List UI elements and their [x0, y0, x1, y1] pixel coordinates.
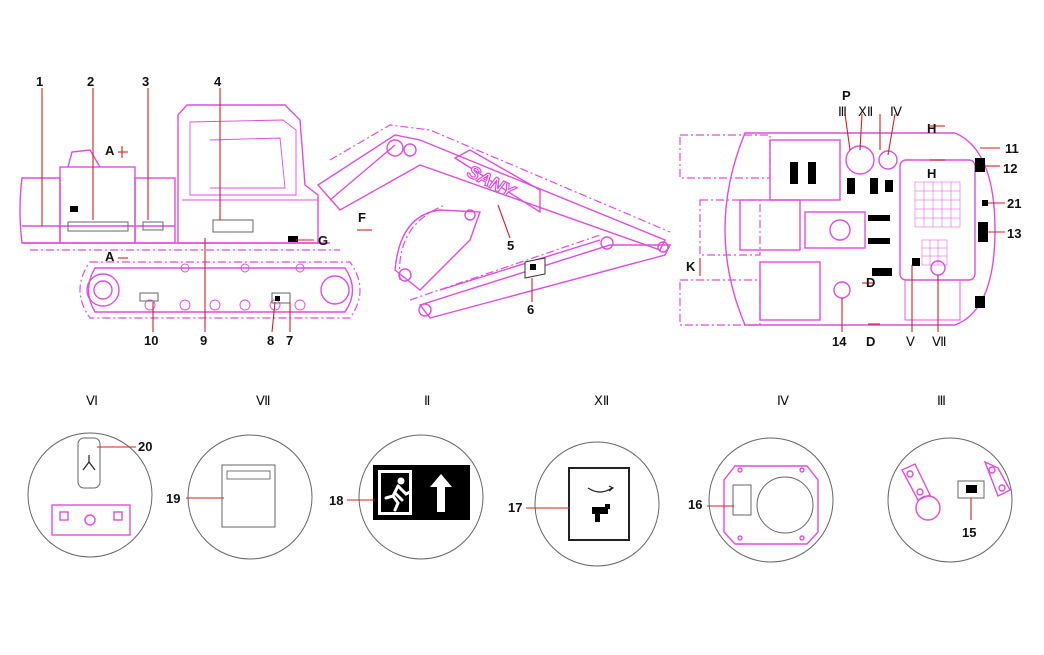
callout-labels: 1 2 3 4 5 6 7 8 9 10 11 12 13 14 15 16 1… [36, 74, 1021, 540]
rotation-arrow-icon [587, 487, 613, 493]
running-man-icon [397, 477, 405, 485]
detail-circle-xii: ⅩⅡ [526, 393, 660, 567]
brand-text: SANY [464, 161, 519, 202]
zone-letters: A A F G P H H K D D [105, 88, 936, 349]
zone-f: F [358, 210, 366, 225]
callout-9: 9 [200, 333, 207, 348]
callout-10: 10 [144, 333, 158, 348]
detail-roman-xii: ⅩⅡ [594, 393, 609, 408]
zone-h-top: H [927, 121, 936, 136]
detail-roman-vii: Ⅶ [256, 393, 271, 408]
callout-16: 16 [688, 497, 702, 512]
callout-7: 7 [286, 333, 293, 348]
callout-3: 3 [142, 74, 149, 89]
callout-6: 6 [527, 302, 534, 317]
callout-17: 17 [508, 500, 522, 515]
callout-13: 13 [1007, 226, 1021, 241]
top-view [679, 132, 996, 326]
detail-roman-iii: Ⅲ [937, 393, 946, 408]
top-view-romans: Ⅲ ⅩⅡ Ⅳ Ⅴ Ⅶ [838, 104, 947, 349]
roman-12-top: ⅩⅡ [858, 104, 873, 119]
side-leaders [41, 88, 533, 333]
callout-4: 4 [214, 74, 222, 89]
roman-4-top: Ⅳ [890, 104, 902, 119]
zone-h-mid: H [927, 166, 936, 181]
callout-14: 14 [832, 334, 847, 349]
zone-a-bottom: A [105, 249, 115, 264]
roman-3-top: Ⅲ [838, 104, 847, 119]
up-arrow-icon [430, 474, 452, 512]
callout-1: 1 [36, 74, 43, 89]
callout-20: 20 [138, 439, 152, 454]
detail-circle-iii: Ⅲ [887, 393, 1013, 563]
roman-7-top: Ⅶ [932, 334, 947, 349]
callout-11: 11 [1005, 141, 1019, 156]
detail-circle-vii: Ⅶ [186, 393, 313, 560]
zone-d-mid: D [866, 275, 875, 290]
detail-roman-vi: Ⅵ [86, 393, 98, 408]
detail-circle-iv: Ⅳ [707, 393, 834, 563]
callout-15: 15 [962, 525, 976, 540]
swing-lock-icon [592, 507, 608, 514]
callout-19: 19 [166, 491, 180, 506]
decal-15-icon [966, 485, 977, 493]
decal-rect [70, 206, 78, 212]
side-view: SANY [19, 104, 672, 319]
callout-8: 8 [267, 333, 274, 348]
detail-circle-vi: Ⅵ [27, 393, 153, 558]
boom-brand-plate: SANY [464, 161, 521, 204]
top-leaders [699, 113, 1005, 332]
detail-roman-ii: Ⅱ [424, 393, 430, 408]
callout-12: 12 [1003, 161, 1017, 176]
zone-k: K [686, 259, 696, 274]
callout-2: 2 [87, 74, 94, 89]
callout-5: 5 [507, 238, 514, 253]
zone-g: G [318, 233, 328, 248]
callout-18: 18 [329, 493, 343, 508]
callout-21: 21 [1007, 196, 1021, 211]
zone-a-top: A [105, 143, 115, 158]
zone-d-bottom: D [866, 334, 875, 349]
top-view-decals [790, 158, 988, 308]
detail-circle-ii: Ⅱ [347, 393, 484, 560]
roman-5-top: Ⅴ [906, 334, 915, 349]
zone-p: P [842, 88, 851, 103]
detail-roman-iv: Ⅳ [777, 393, 789, 408]
